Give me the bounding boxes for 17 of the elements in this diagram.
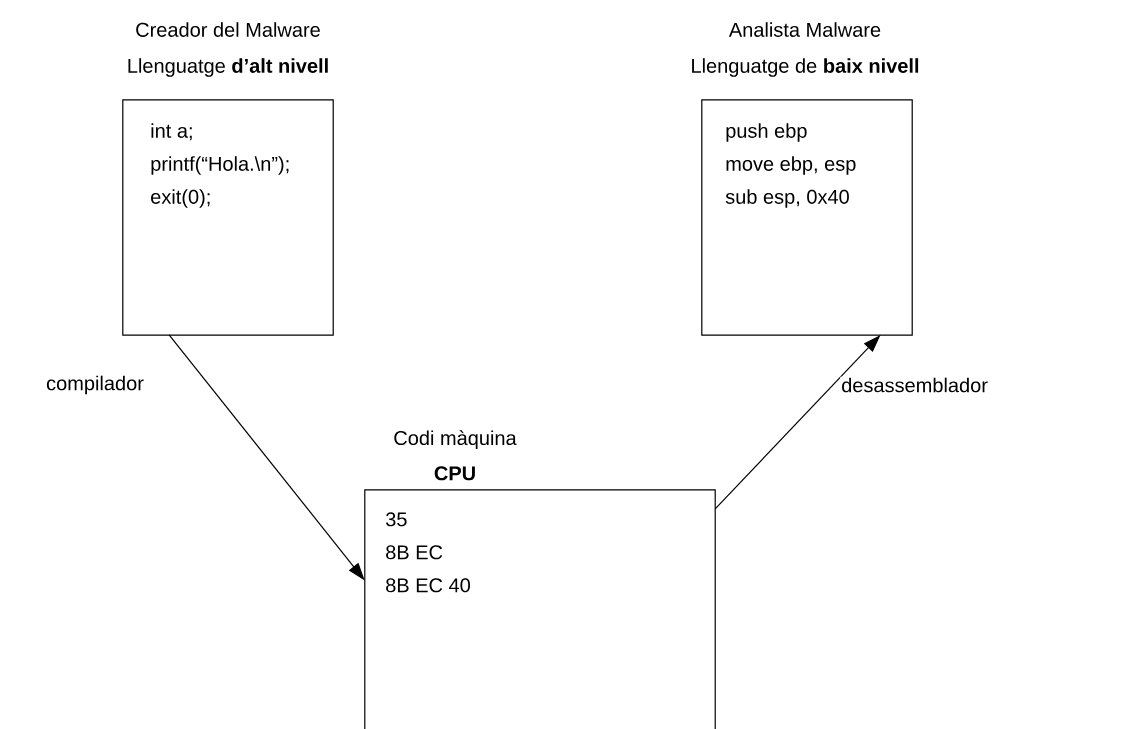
code-line: move ebp, esp xyxy=(726,156,856,175)
code-line: exit(0); xyxy=(151,189,210,208)
heading: Llenguatge d’alt nivell xyxy=(128,58,328,77)
code-line: 35 xyxy=(385,512,407,527)
edge-label: desassemblador xyxy=(840,376,989,394)
code-line: sub esp, 0x40 xyxy=(725,189,849,208)
code-line: printf(“Hola.\n”); xyxy=(151,156,289,175)
heading: Llenguatge de baix nivell xyxy=(692,58,919,77)
heading: Creador del Malware xyxy=(136,22,320,37)
heading: Codi màquina xyxy=(394,430,517,450)
edge-label: compilador xyxy=(45,374,145,396)
code-line: push ebp xyxy=(726,123,807,142)
heading: Analista Malware xyxy=(728,22,881,37)
code-line: 8B EC 40 xyxy=(386,578,470,593)
code-line: 8B EC xyxy=(386,545,443,560)
code-line: int a; xyxy=(151,123,192,141)
heading: CPU xyxy=(434,466,475,481)
